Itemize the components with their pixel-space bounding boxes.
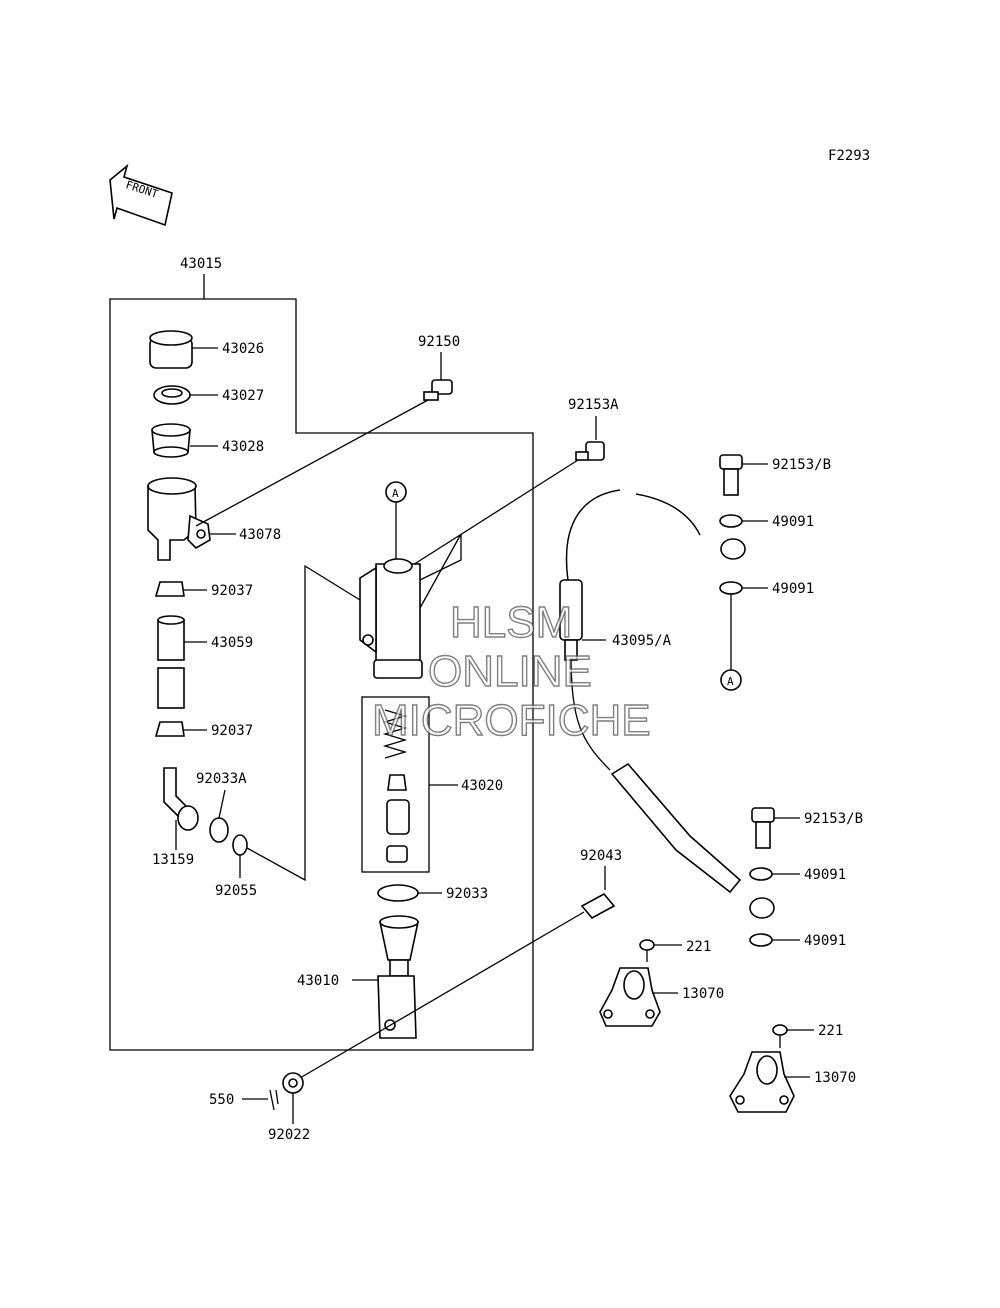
label-92153a: 92153A: [568, 397, 619, 413]
gasket-2-part: 49091 A: [719, 581, 814, 691]
label-43028: 43028: [222, 439, 264, 455]
label-92033: 92033: [446, 886, 488, 902]
diaphragm-part: 43028: [151, 423, 264, 458]
washer-part: 92022: [268, 1072, 310, 1143]
label-92153b-2: 92153/B: [804, 811, 863, 827]
banjo-bolt-2-part: 92153/B: [751, 807, 863, 849]
label-13070-1: 13070: [682, 986, 724, 1002]
watermark-line3: MICROFICHE: [372, 696, 651, 745]
label-92037-upper: 92037: [211, 583, 253, 599]
gasket-1-part: 49091: [719, 514, 814, 530]
label-43020: 43020: [461, 778, 503, 794]
label-49091-1: 49091: [772, 514, 814, 530]
gasket-3-part: 49091: [749, 867, 846, 883]
label-43059: 43059: [211, 635, 253, 651]
pin-part: 92043: [299, 848, 622, 1079]
label-43027: 43027: [222, 388, 264, 404]
reservoir-part: 43078: [147, 477, 281, 561]
snap-ring-a-part: 92033A: [196, 771, 247, 843]
piston-kit-part: 43020: [361, 696, 503, 873]
plate-part: 43027: [153, 385, 264, 405]
clamp-upper-part: 92037: [154, 581, 253, 599]
master-cylinder-part: A: [359, 481, 462, 679]
oring-part: 92055: [215, 564, 361, 899]
label-43015: 43015: [180, 256, 222, 272]
label-49091-2: 49091: [772, 581, 814, 597]
label-92037-lower: 92037: [211, 723, 253, 739]
snap-ring-part: 92033: [377, 884, 488, 902]
watermark-line2: ONLINE: [428, 647, 592, 696]
label-49091-4: 49091: [804, 933, 846, 949]
label-221-1: 221: [686, 939, 711, 955]
bolt-top-part: 92150: [195, 334, 460, 527]
screw-2-part: 221: [772, 1023, 843, 1048]
bolt-hose-part: 92153A: [404, 397, 619, 571]
label-43010: 43010: [297, 973, 339, 989]
hose-part: 43059: [157, 615, 253, 709]
front-arrow-icon: FRONT: [109, 163, 173, 227]
label-43026: 43026: [222, 341, 264, 357]
label-92022: 92022: [268, 1127, 310, 1143]
cotter-part: 550: [209, 1089, 279, 1111]
push-rod-part: 43010: [297, 915, 419, 1039]
label-49091-3: 49091: [804, 867, 846, 883]
label-92043: 92043: [580, 848, 622, 864]
assembly-bracket: 43015: [109, 256, 534, 1051]
label-43095a: 43095/A: [612, 633, 672, 649]
callout-a-top: A: [392, 487, 399, 500]
cap-part: 43026: [149, 330, 264, 369]
brake-hose-part: 43095/A: [559, 489, 775, 919]
figure-code: F2293: [828, 148, 870, 164]
label-92033a: 92033A: [196, 771, 247, 787]
fitting-part: 13159: [152, 767, 199, 868]
label-92150: 92150: [418, 334, 460, 350]
label-550: 550: [209, 1092, 234, 1108]
gasket-4-part: 49091: [749, 933, 846, 949]
guide-2-part: 13070: [729, 1051, 856, 1113]
callout-a-right: A: [727, 675, 734, 688]
label-92055: 92055: [215, 883, 257, 899]
label-13070-2: 13070: [814, 1070, 856, 1086]
guide-1-part: 13070: [599, 967, 724, 1027]
label-43078: 43078: [239, 527, 281, 543]
label-221-2: 221: [818, 1023, 843, 1039]
watermark: HLSM ONLINE MICROFICHE: [371, 597, 651, 745]
label-92153b-1: 92153/B: [772, 457, 831, 473]
watermark-line1: HLSM: [450, 598, 572, 647]
screw-1-part: 221: [639, 939, 711, 962]
banjo-bolt-1-part: 92153/B: [719, 454, 831, 496]
label-13159: 13159: [152, 852, 194, 868]
clamp-lower-part: 92037: [154, 721, 253, 739]
